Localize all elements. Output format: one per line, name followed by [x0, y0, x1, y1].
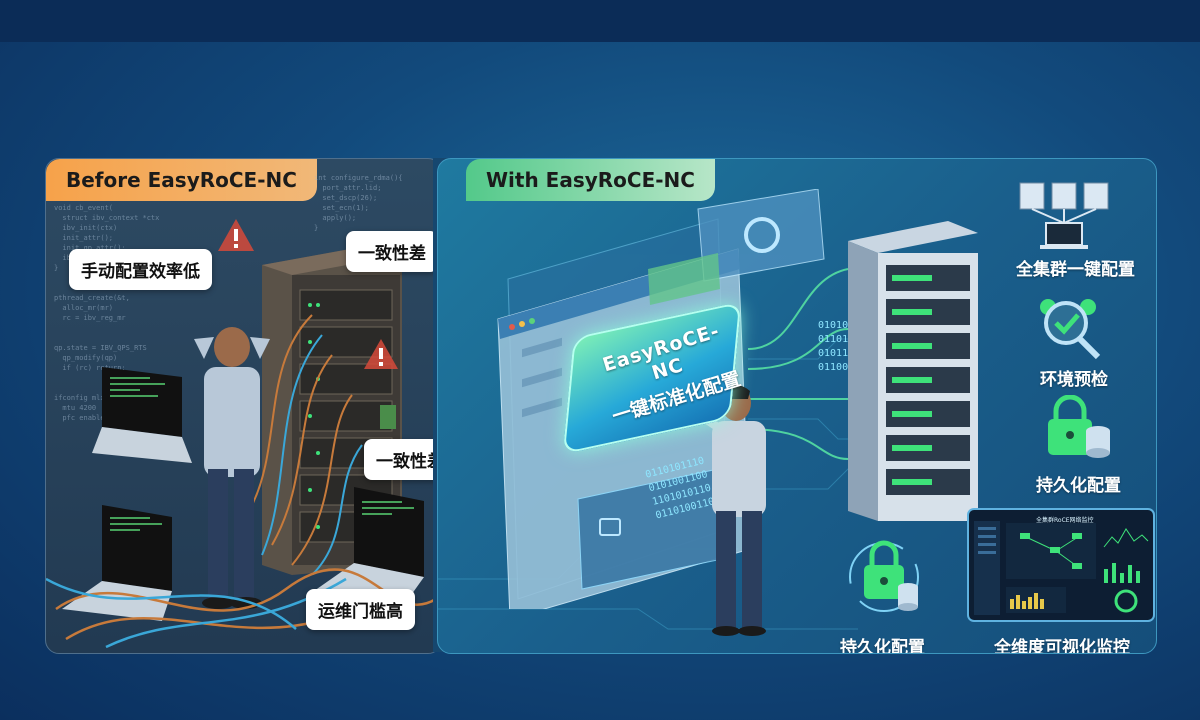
warning-icon — [364, 339, 398, 369]
laptop-icon — [62, 505, 172, 621]
laptop-icon — [92, 367, 192, 463]
server-rack — [848, 221, 978, 521]
lock-database-icon — [1048, 395, 1110, 458]
dashboard-title: 全集群RoCE网络监控 — [1036, 517, 1094, 524]
feature-persistent-config-right: 持久化配置 — [1036, 476, 1121, 496]
callout-inconsistent-top: 一致性差 — [346, 231, 438, 272]
callout-high-ops-barrier: 运维门槛高 — [306, 589, 415, 630]
before-tag: Before EasyRoCE-NC — [46, 159, 317, 201]
before-panel: Before EasyRoCE-NC void cb_event( struct… — [45, 158, 442, 654]
with-tag: With EasyRoCE-NC — [466, 159, 715, 201]
frustrated-engineer — [194, 327, 270, 609]
monitoring-dashboard — [967, 508, 1155, 622]
feature-env-precheck: 环境预检 — [1040, 370, 1108, 390]
feature-cluster-config: 全集群一键配置 — [1016, 260, 1135, 280]
with-panel: With EasyRoCE-NC — [437, 158, 1157, 654]
callout-manual-inefficient: 手动配置效率低 — [69, 249, 212, 290]
precheck-magnifier-icon — [1040, 299, 1101, 360]
cluster-servers-icon — [1019, 182, 1109, 249]
feature-persistent-config-bottom: 持久化配置 — [840, 638, 925, 654]
callout-inconsistent-mid: 一致性差 — [364, 439, 441, 480]
lock-database-icon — [849, 540, 919, 612]
feature-visual-monitoring: 全维度可视化监控 — [994, 638, 1130, 654]
engineer-figure — [692, 385, 766, 636]
legacy-server-rack — [252, 245, 402, 575]
top-band — [0, 0, 1200, 42]
warning-icon — [218, 219, 254, 251]
code-background-right: int configure_rdma(){ port_attr.lid; set… — [314, 174, 403, 232]
tangled-cables — [46, 568, 437, 649]
